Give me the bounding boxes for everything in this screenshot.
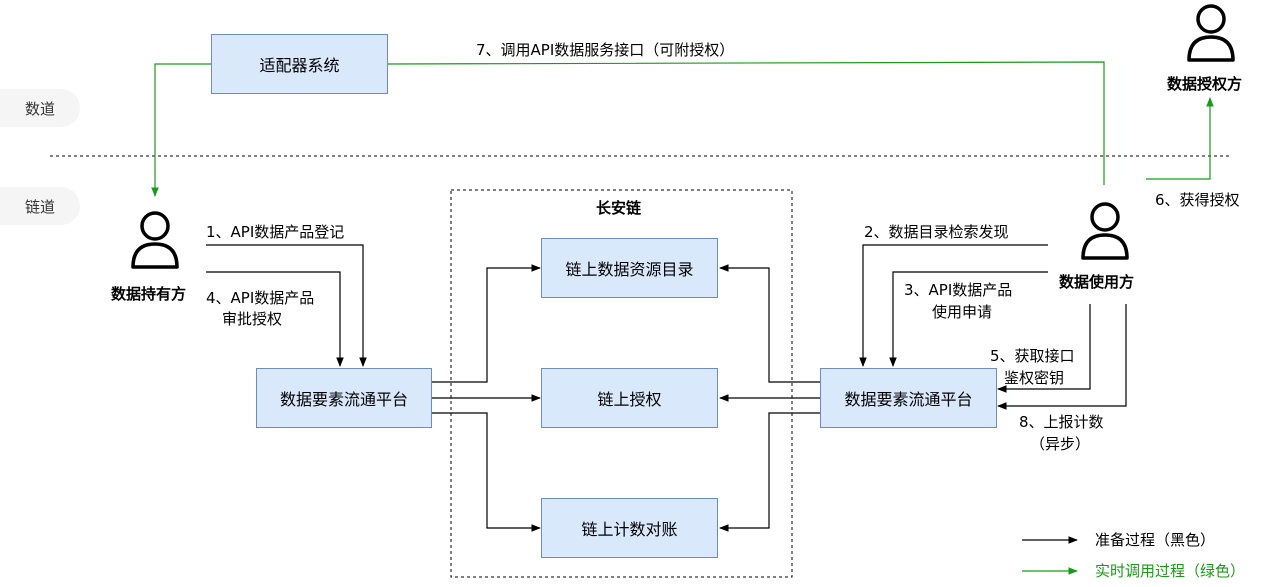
lane-data: 数道 (0, 89, 80, 127)
step8-label-line2: （异步） (1030, 435, 1091, 453)
arrow-lp-billing (432, 412, 541, 532)
arrow-step7 (387, 61, 1105, 185)
arrow-adapter-to-holder (151, 63, 211, 197)
lane-data-label: 数道 (24, 99, 55, 118)
arrow-step8 (997, 304, 1127, 410)
holder-label: 数据持有方 (111, 285, 187, 303)
arrow-step6 (1146, 97, 1214, 180)
chain-catalog-label: 链上数据资源目录 (565, 260, 694, 279)
step8-label-line1: 8、上报计数 (1019, 413, 1104, 431)
step4-label-line2: 审批授权 (222, 310, 283, 328)
step7-label: 7、调用API数据服务接口（可附授权） (476, 41, 735, 59)
step3-label-line2: 使用申请 (932, 303, 993, 321)
lane-chain-label: 链道 (24, 197, 55, 216)
arrow-step4 (206, 271, 344, 367)
person-icon (1081, 202, 1129, 260)
chain-auth-box: 链上授权 (541, 368, 718, 428)
step5-label-line2: 鉴权密钥 (1004, 369, 1065, 387)
step4-label-line1: 4、API数据产品 (206, 289, 315, 307)
step6-label: 6、获得授权 (1155, 191, 1240, 209)
chain-frame (450, 189, 793, 578)
arrow-step3 (889, 271, 1048, 367)
user-label: 数据使用方 (1059, 273, 1135, 291)
left-platform-box: 数据要素流通平台 (256, 368, 432, 428)
chain-title: 长安链 (596, 199, 642, 217)
legend-green-label: 实时调用过程（绿色） (1095, 562, 1246, 580)
arrow-step5 (997, 304, 1091, 393)
arrow-rp-billing (719, 412, 820, 532)
chain-auth-label: 链上授权 (597, 390, 662, 409)
chain-billing-label: 链上计数对账 (581, 520, 678, 539)
adapter-system-box: 适配器系统 (211, 34, 388, 94)
person-icon (131, 211, 179, 269)
grantor-label: 数据授权方 (1167, 75, 1243, 93)
right-platform-label: 数据要素流通平台 (844, 390, 973, 409)
person-icon (1187, 4, 1235, 62)
chain-billing-box: 链上计数对账 (541, 498, 718, 558)
adapter-system-label: 适配器系统 (259, 56, 340, 75)
lane-chain: 链道 (0, 187, 80, 225)
legend-black-label: 准备过程（黑色） (1095, 531, 1216, 549)
step3-label-line1: 3、API数据产品 (904, 281, 1013, 299)
step5-label-line1: 5、获取接口 (990, 347, 1075, 365)
right-platform-box: 数据要素流通平台 (820, 368, 997, 428)
arrow-lp-catalog (432, 264, 541, 383)
arrow-step1 (206, 244, 367, 367)
step2-label: 2、数据目录检索发现 (864, 223, 1009, 241)
arrow-rp-catalog (719, 264, 820, 383)
left-platform-label: 数据要素流通平台 (279, 390, 408, 409)
chain-catalog-box: 链上数据资源目录 (541, 238, 718, 298)
step1-label: 1、API数据产品登记 (206, 223, 345, 241)
arrow-step2 (859, 244, 1048, 367)
